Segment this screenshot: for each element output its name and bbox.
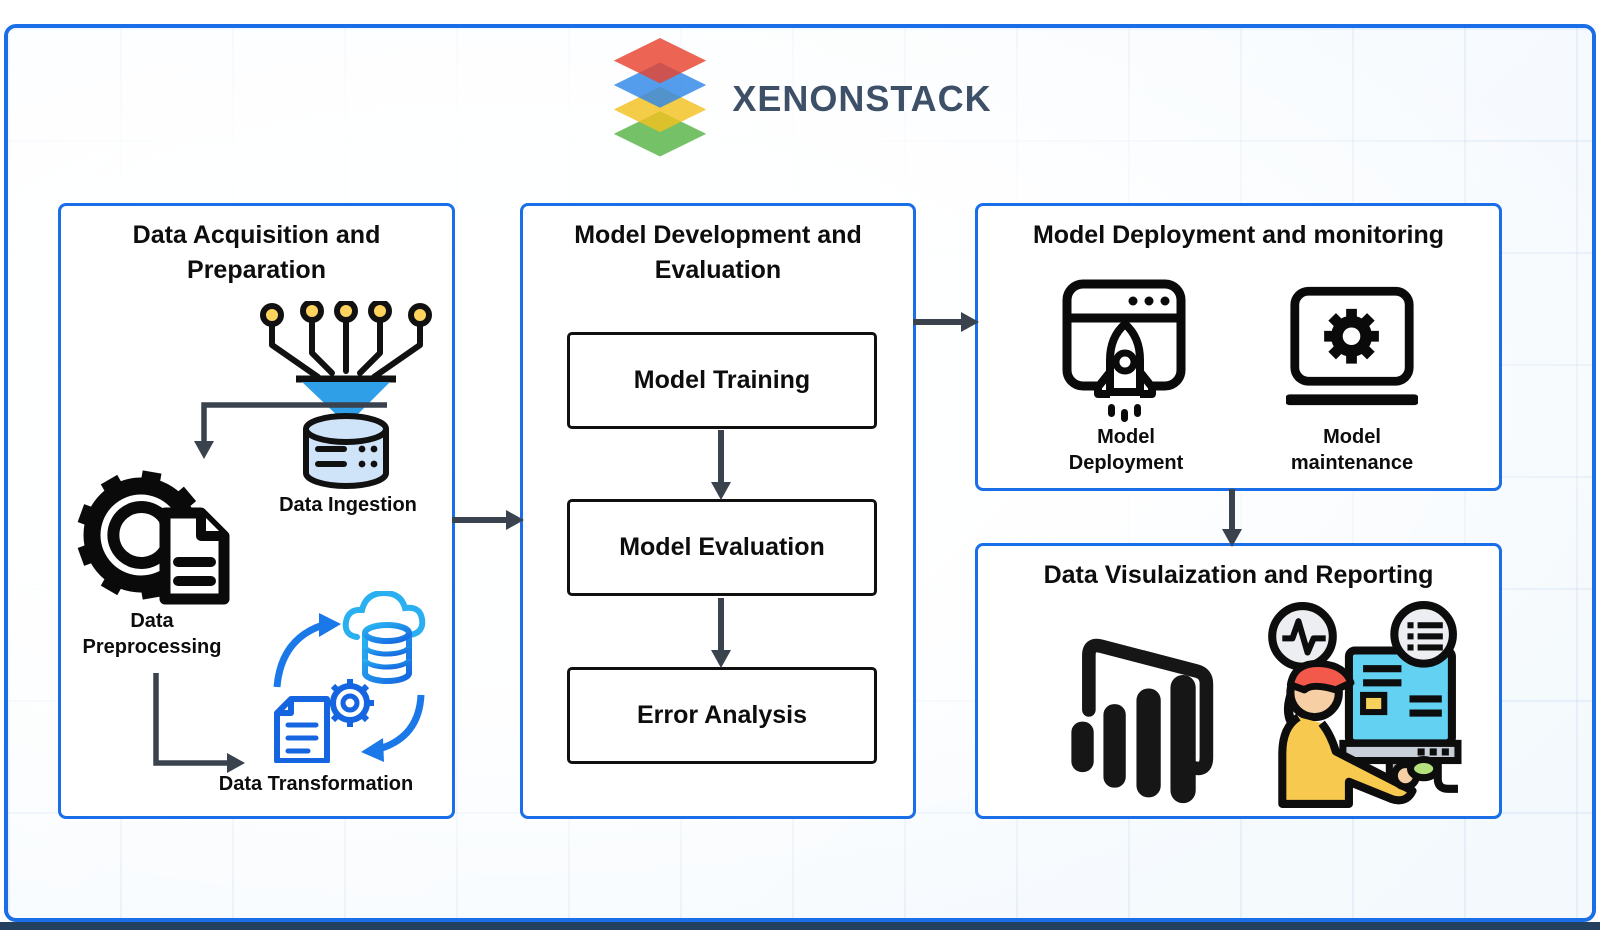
power-bi-icon [1071, 638, 1214, 804]
arrow-evaluation-to-error-analysis [711, 598, 731, 668]
step-model-evaluation: Model Evaluation [567, 499, 877, 596]
xenonstack-logo-icon [614, 38, 707, 157]
brand-name: XENONSTACK [732, 78, 992, 119]
arrow-training-to-evaluation [711, 430, 731, 500]
model-deployment-label: Model Deployment [1068, 426, 1184, 475]
step-model-training: Model Training [567, 332, 877, 429]
panel-data-visualization: Data Visulaization and Reporting [975, 543, 1502, 819]
analyst-at-computer-icon [1268, 601, 1462, 808]
data-preprocessing-label: Data Preprocessing [82, 610, 222, 659]
data-ingestion-funnel-icon [260, 301, 432, 489]
arrow-preprocessing-to-transformation [153, 673, 245, 773]
panel-title: Model Development and Evaluation [574, 221, 862, 284]
step-error-analysis: Error Analysis [567, 667, 877, 764]
data-preprocessing-gear-document-icon [77, 470, 230, 605]
arrow-ingestion-to-preprocessing [194, 402, 387, 459]
arrow-acquisition-to-development [452, 510, 524, 530]
panel-data-acquisition: Data Acquisition and Preparation [58, 203, 455, 819]
arrow-deployment-to-visualization [1222, 489, 1242, 547]
rocket-launch-browser-icon [1062, 279, 1186, 422]
panel-model-deployment: Model Deployment and monitoring Model De… [975, 203, 1502, 491]
panel-title: Model Deployment and monitoring [1032, 221, 1445, 249]
data-transformation-cloud-cycle-icon [273, 591, 426, 763]
arrow-development-to-deployment [913, 312, 979, 332]
laptop-gear-icon [1286, 286, 1418, 406]
data-transformation-label: Data Transformation [218, 773, 414, 795]
model-maintenance-label: Model maintenance [1290, 426, 1414, 475]
data-ingestion-label: Data Ingestion [279, 494, 417, 516]
bottom-strip [0, 922, 1600, 930]
brand-header: XENONSTACK [0, 38, 1600, 160]
panel-model-development: Model Development and Evaluation Model T… [520, 203, 916, 819]
panel-title: Data Acquisition and Preparation [132, 221, 381, 284]
panel-title: Data Visulaization and Reporting [1043, 561, 1434, 589]
